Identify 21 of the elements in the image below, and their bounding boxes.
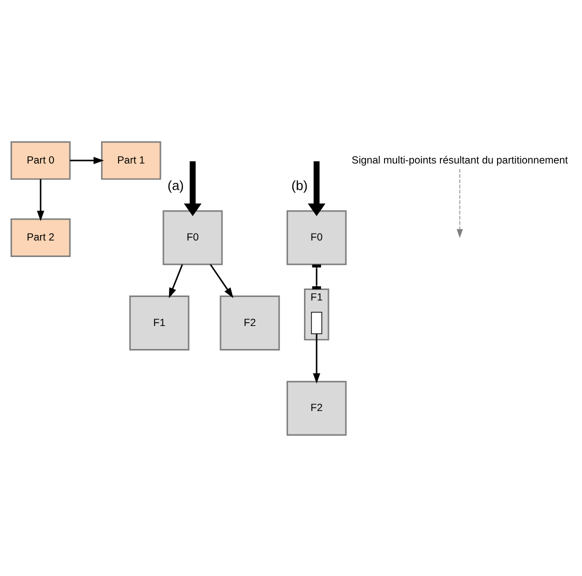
node-box (311, 311, 322, 334)
arrow (312, 334, 320, 384)
edge-label: (a) (168, 177, 184, 192)
arrow (168, 264, 183, 298)
node-box: F0 (286, 210, 347, 265)
node-box: F0 (162, 210, 223, 265)
arrow (210, 264, 234, 298)
node-box: Part 0 (10, 140, 71, 180)
cluster: F1 (304, 288, 330, 340)
arrow (184, 160, 202, 216)
arrow (456, 168, 463, 238)
node-text: Signal multi-points résultant du partitionnement (352, 154, 568, 166)
arrow (70, 156, 104, 164)
node-box: F1 (129, 295, 190, 350)
node-box: F2 (220, 295, 280, 350)
edge-label: (b) (291, 177, 308, 192)
node-box: Part 1 (101, 140, 162, 180)
arrow (36, 178, 44, 221)
node-box: Part 2 (10, 218, 71, 256)
node-box: F2 (286, 380, 347, 436)
arrow (308, 160, 326, 216)
